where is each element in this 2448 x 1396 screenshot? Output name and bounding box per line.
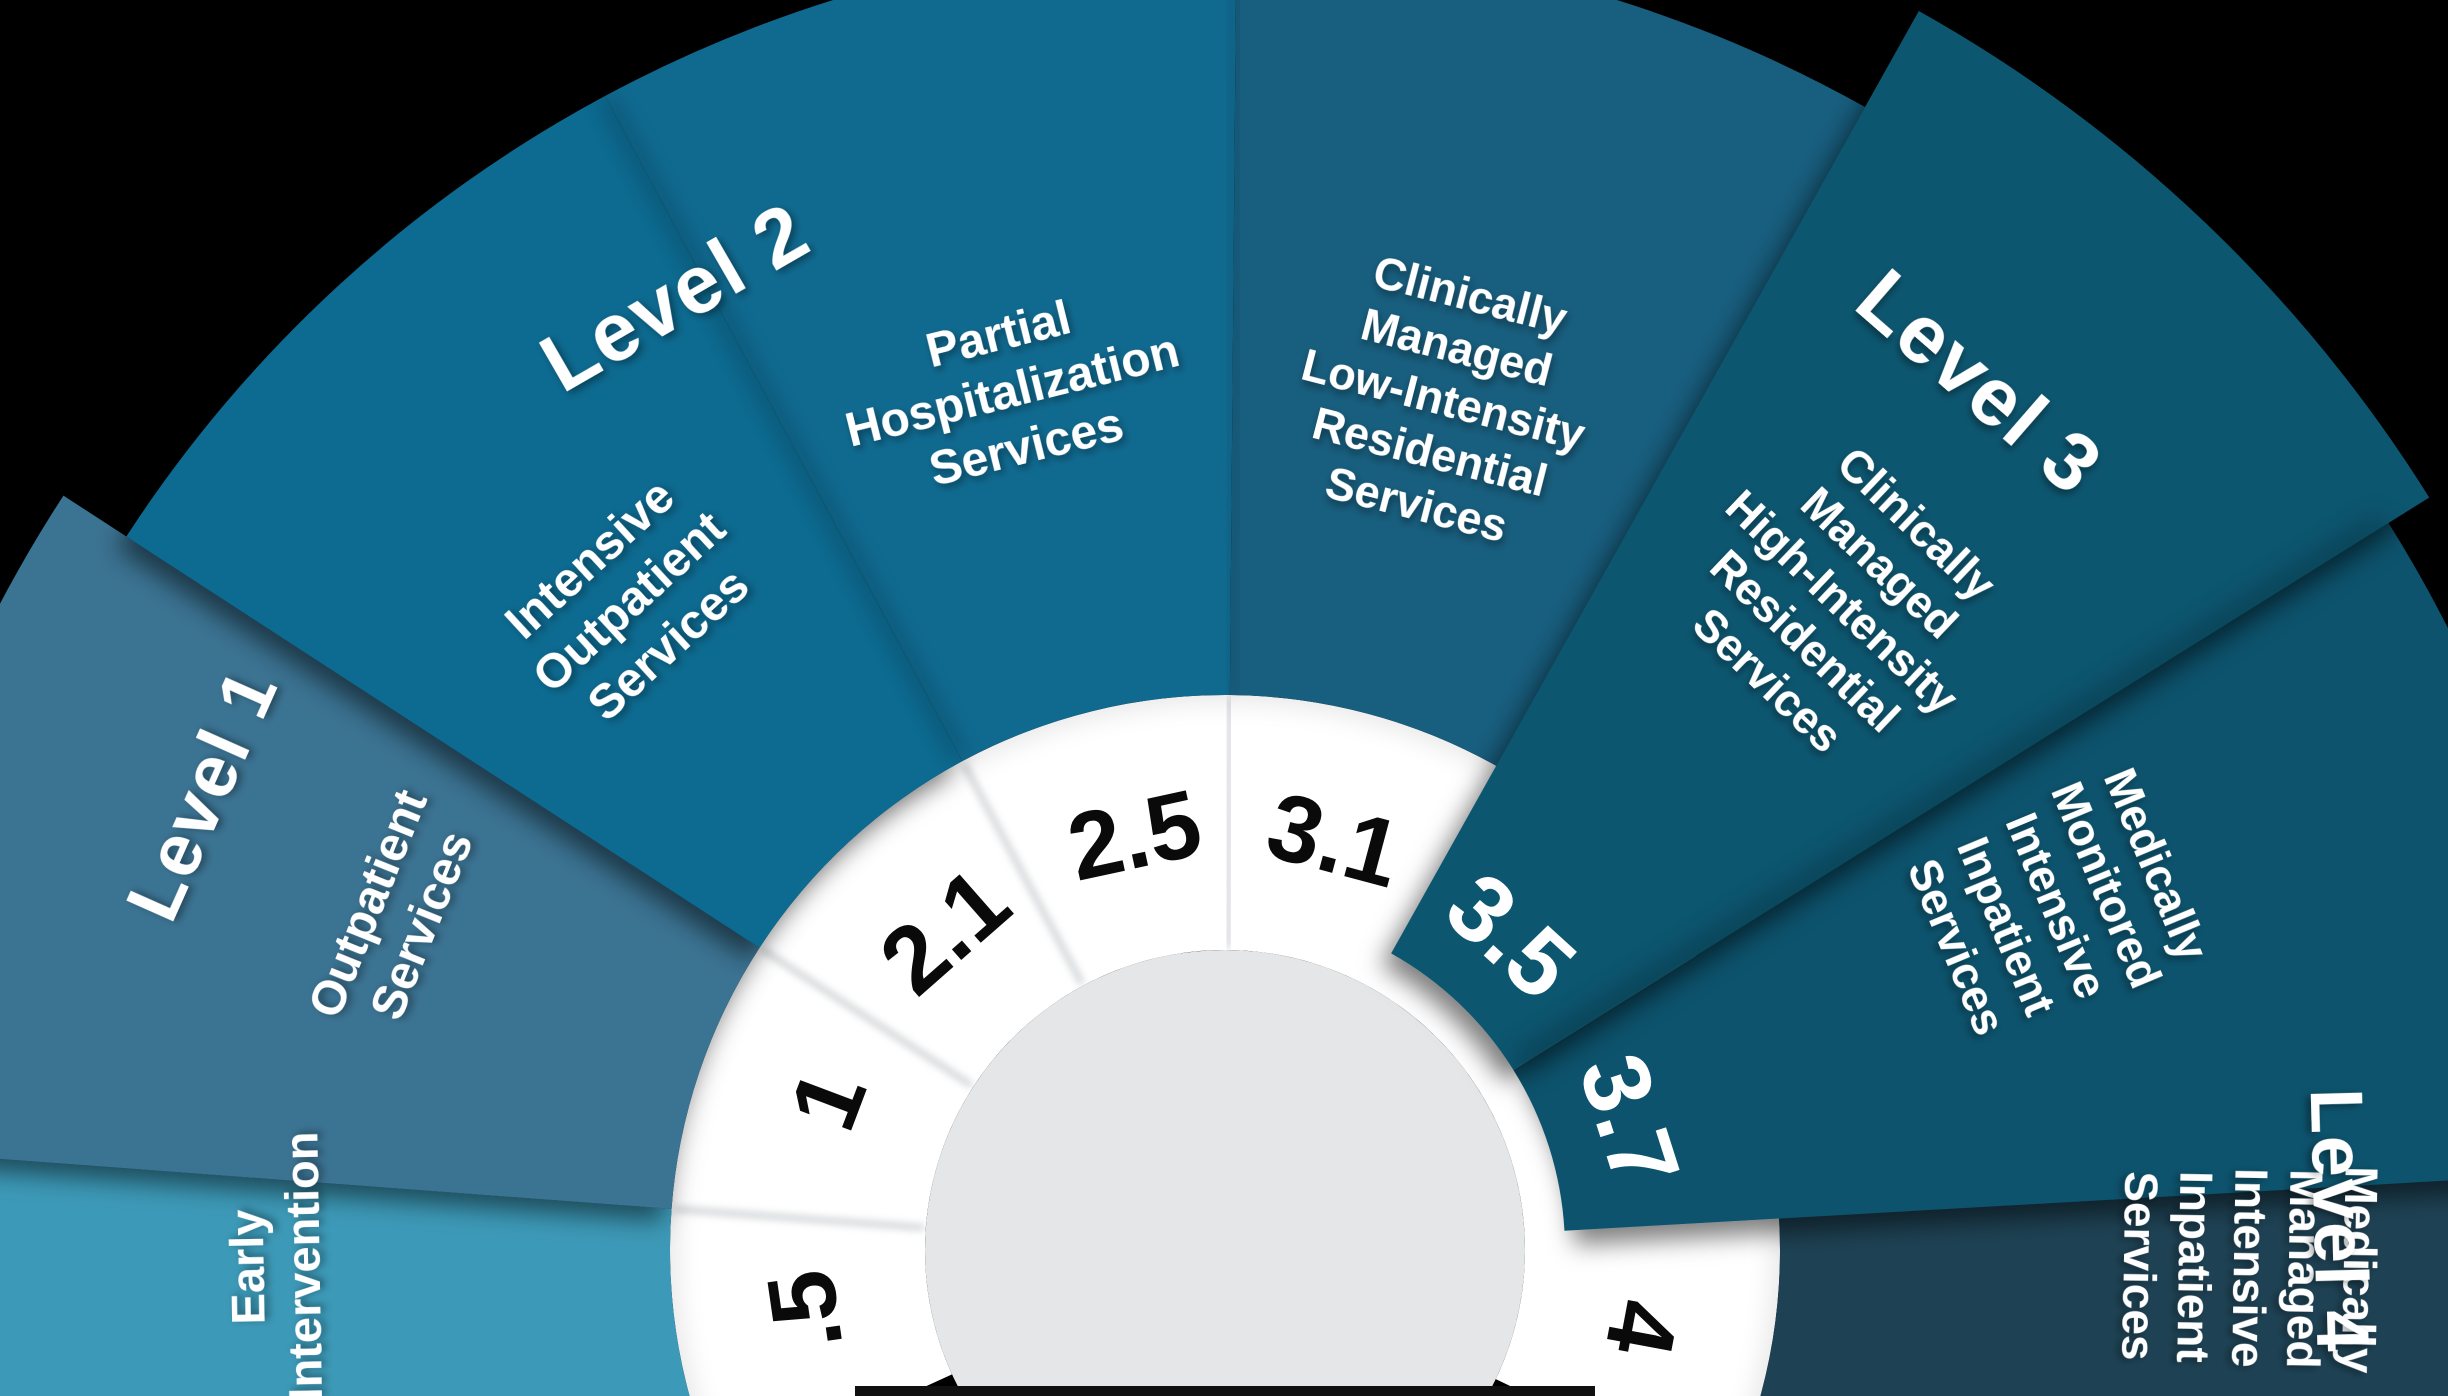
wedge-medically-managed-intensive-inpatient-services (1760, 1180, 2448, 1396)
wedge-label-medically-monitored-intensive-inpatient-services: MedicallyMonitoredIntensiveInpatientServ… (1892, 754, 2222, 1057)
level-header-level-4: Level 4 (2295, 1087, 2385, 1354)
ring-number-early-intervention: .5 (747, 1264, 863, 1358)
wedge-label-medically-managed-intensive-inpatient-services: MedicallyManagedIntensiveInpatientServic… (2112, 1162, 2388, 1374)
wedge-medically-monitored-intensive-inpatient-services (1513, 522, 2448, 1231)
wedge-partial-hospitalization-services (604, 0, 1236, 762)
wedge-clinically-managed-low-intensity-residential-services (1229, 0, 1866, 766)
hub-circle (925, 950, 1525, 1396)
wedge-early-intervention (0, 1158, 690, 1396)
ring-crease (1225, 697, 1233, 949)
ring-crease (674, 1206, 925, 1231)
wedge-label-early-intervention: EarlyIntervention (218, 1131, 332, 1396)
ring-crease (961, 762, 1085, 986)
wedge-fold-crease (1224, 0, 1241, 693)
wedge-clinically-managed-high-intensity-residential-services (1391, 11, 2430, 1070)
wedge-label-clinically-managed-low-intensity-residential-services: ClinicallyManagedLow-IntensityResidentia… (1270, 234, 1617, 565)
base-bar (855, 1386, 1595, 1396)
wedge-intensive-outpatient-services (126, 96, 963, 948)
ring-crease (760, 947, 974, 1088)
wedge-fold-crease (598, 94, 968, 763)
wedge-outpatient-services (0, 495, 760, 1209)
wedge-fold-crease (1511, 515, 2391, 1077)
